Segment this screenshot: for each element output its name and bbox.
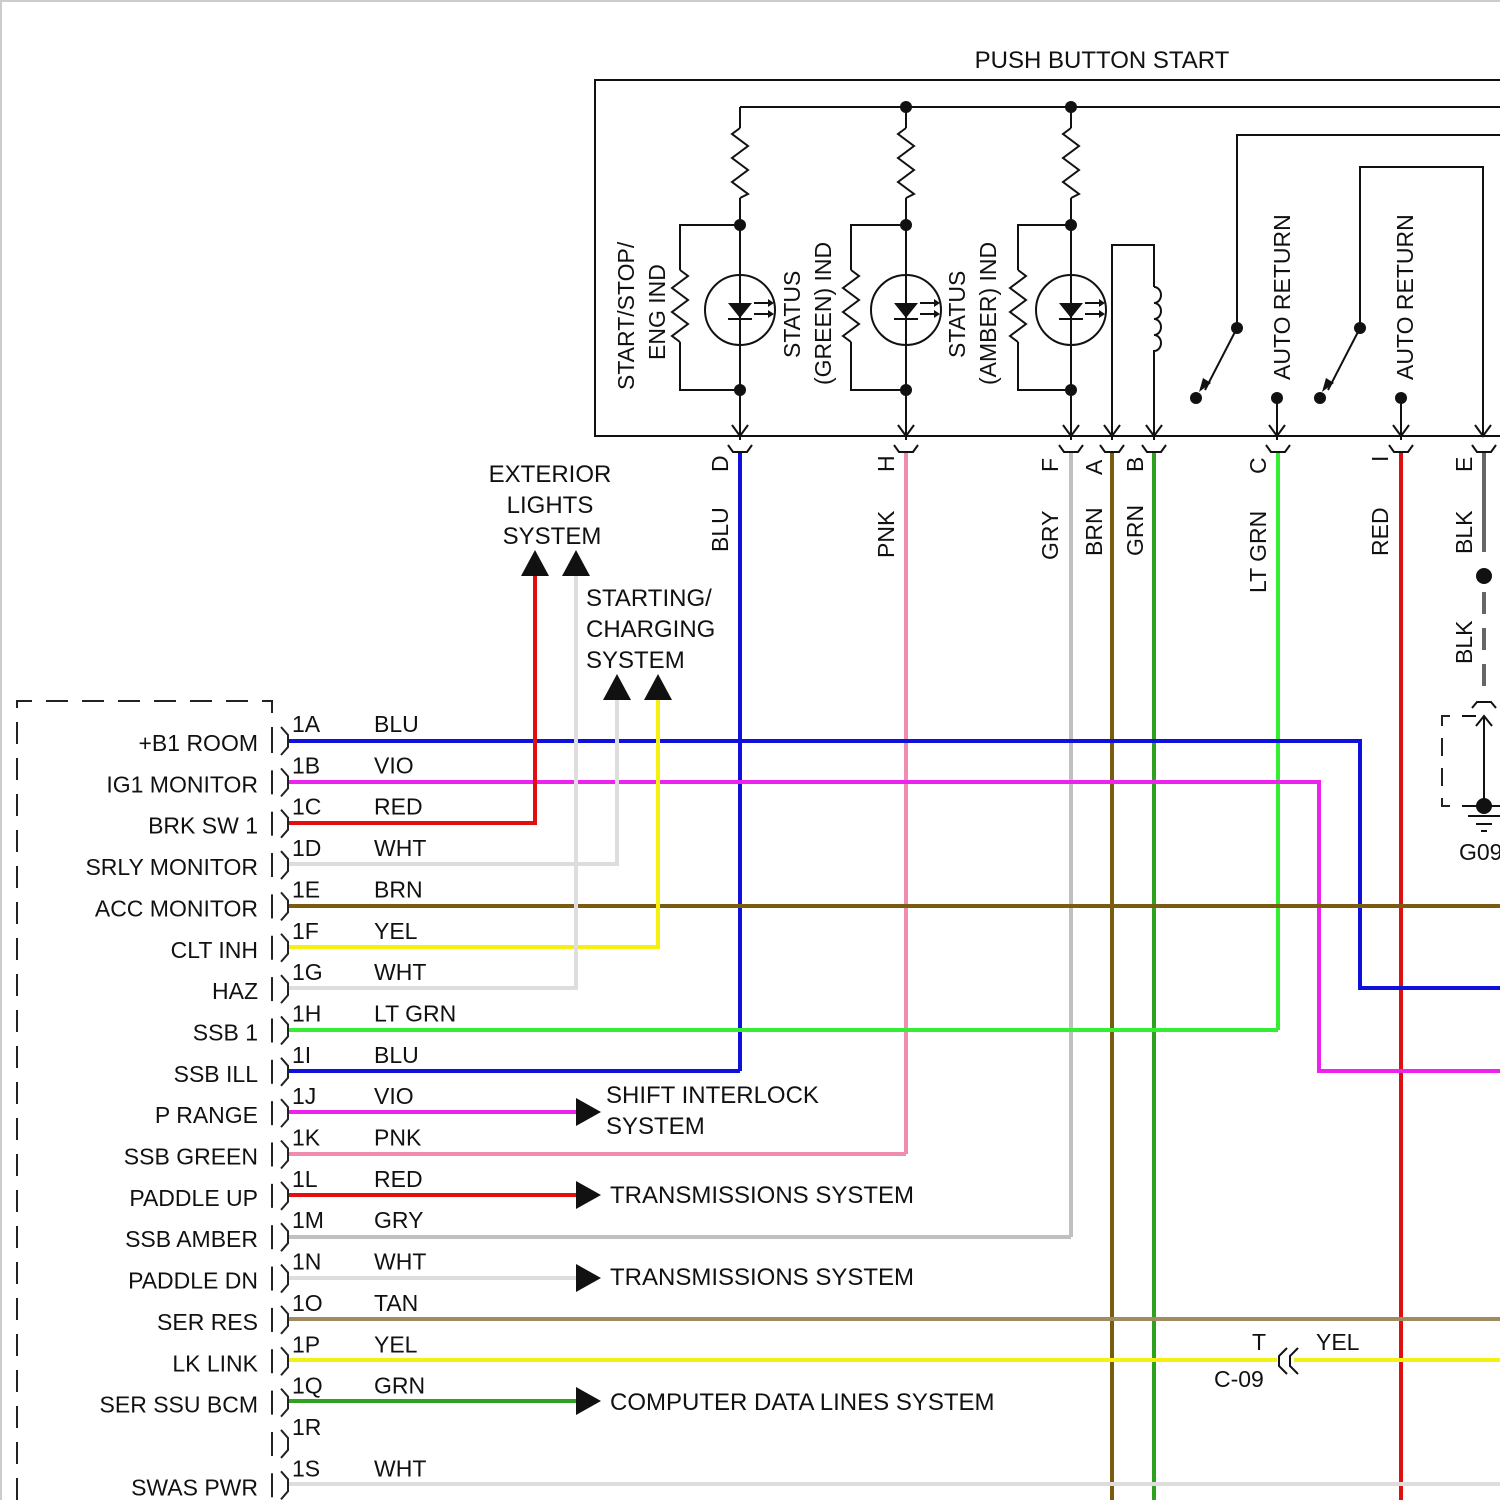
pin-c: C: [1245, 457, 1271, 474]
ground-label: G09: [1459, 839, 1500, 865]
bcm-wire-color: YEL: [374, 918, 418, 944]
bcm-pin-name: ACC MONITOR: [95, 895, 258, 921]
wire-label-blk: BLK: [1451, 510, 1477, 554]
dest-transmissions-1: TRANSMISSIONS SYSTEM: [610, 1182, 914, 1209]
dest-transmissions-2: TRANSMISSIONS SYSTEM: [610, 1264, 914, 1291]
bcm-pin-id: 1S: [292, 1455, 320, 1481]
dest-computer-data: COMPUTER DATA LINES SYSTEM: [610, 1389, 995, 1416]
wire-label-blk-2: BLK: [1451, 620, 1477, 664]
pin-f: F: [1037, 458, 1063, 472]
bcm-pin-name: P RANGE: [155, 1102, 258, 1128]
bcm-pin-name: SRLY MONITOR: [85, 854, 258, 880]
bcm-wire-color: BLU: [374, 711, 419, 737]
label-start-stop-1: START/STOP/: [613, 241, 639, 390]
bcm-pin-name: CLT INH: [171, 937, 258, 963]
bcm-pin-id: 1G: [292, 959, 323, 985]
pin-h: H: [873, 455, 899, 472]
bcm-pin-id: 1F: [292, 918, 319, 944]
pin-i: I: [1367, 456, 1393, 462]
c09-name: C-09: [1214, 1366, 1264, 1392]
bcm-wire-color: VIO: [374, 1083, 414, 1109]
bcm-wire-color: WHT: [374, 835, 426, 861]
pin-d: D: [707, 455, 733, 472]
bcm-wire-color: RED: [374, 794, 423, 820]
bcm-wire-color: WHT: [374, 959, 426, 985]
bcm-pin-id: 1O: [292, 1290, 323, 1316]
bcm-pin-name: SER RES: [157, 1309, 258, 1335]
bcm-pin-name: SSB 1: [193, 1019, 258, 1045]
bcm-wire-color: TAN: [374, 1290, 418, 1316]
label-auto-return-2: AUTO RETURN: [1392, 214, 1418, 380]
wire-label-pnk: PNK: [873, 510, 899, 558]
c09-pin: T: [1252, 1329, 1266, 1355]
c09-wire: YEL: [1316, 1329, 1360, 1355]
bcm-wire-color: LT GRN: [374, 1000, 456, 1026]
bcm-pin-id: 1H: [292, 1000, 321, 1026]
bcm-pin-id: 1A: [292, 711, 321, 737]
label-status-amber-1: STATUS: [944, 271, 970, 358]
pin-b: B: [1122, 457, 1148, 472]
dest-starting-1: STARTING/: [586, 585, 712, 612]
bcm-wire-color: GRN: [374, 1373, 425, 1399]
wire-label-brn: BRN: [1081, 507, 1107, 556]
bcm-pin-id: 1I: [292, 1042, 311, 1068]
bcm-pin-name: IG1 MONITOR: [106, 771, 258, 797]
bcm-pin-name: BRK SW 1: [148, 813, 258, 839]
bcm-pin-name: +B1 ROOM: [138, 730, 258, 756]
bcm-pin-name: SSB GREEN: [124, 1144, 258, 1170]
pin-a: A: [1081, 459, 1107, 475]
bcm-pin-name: SSB ILL: [174, 1061, 259, 1087]
bcm-wire-color: RED: [374, 1166, 423, 1192]
bcm-pin-id: 1D: [292, 835, 321, 861]
bcm-pin-id: 1C: [292, 794, 321, 820]
bcm-pin-id: 1R: [292, 1414, 321, 1440]
wire-label-gry: GRY: [1037, 511, 1063, 560]
wire-label-grn: GRN: [1122, 505, 1148, 556]
module-title: PUSH BUTTON START: [975, 47, 1230, 74]
bcm-pin-id: 1B: [292, 752, 320, 778]
label-status-amber-2: (AMBER) IND: [975, 242, 1001, 385]
dest-exterior-2: LIGHTS: [507, 492, 594, 519]
bcm-wire-color: PNK: [374, 1125, 422, 1151]
wire-label-red: RED: [1367, 507, 1393, 556]
bcm-wire-color: VIO: [374, 752, 414, 778]
bcm-pin-name: LK LINK: [172, 1350, 258, 1376]
bcm-pin-name: SSB AMBER: [125, 1226, 258, 1252]
bcm-pin-id: 1N: [292, 1249, 321, 1275]
dest-starting-2: CHARGING: [586, 616, 715, 643]
bcm-wire-color: YEL: [374, 1331, 418, 1357]
label-status-green-1: STATUS: [779, 271, 805, 358]
bcm-pin-id: 1P: [292, 1331, 320, 1357]
bcm-pin-id: 1J: [292, 1083, 316, 1109]
dest-shift-2: SYSTEM: [606, 1113, 705, 1140]
bcm-pin-name: PADDLE UP: [129, 1185, 258, 1211]
wire-label-ltgrn: LT GRN: [1245, 511, 1271, 593]
bcm-pin-id: 1M: [292, 1207, 324, 1233]
label-start-stop-2: ENG IND: [644, 264, 670, 360]
label-auto-return-1: AUTO RETURN: [1269, 214, 1295, 380]
label-status-green-2: (GREEN) IND: [810, 242, 836, 385]
bcm-wire-color: WHT: [374, 1455, 426, 1481]
bcm-pin-name: SWAS PWR: [131, 1474, 258, 1500]
bcm-wire-color: BRN: [374, 876, 423, 902]
dest-starting-3: SYSTEM: [586, 647, 685, 674]
bcm-wire-color: GRY: [374, 1207, 423, 1233]
bcm-pin-name: SER SSU BCM: [100, 1392, 258, 1418]
bcm-pin-name: PADDLE DN: [128, 1268, 258, 1294]
bcm-wire-color: WHT: [374, 1249, 426, 1275]
dest-exterior-1: EXTERIOR: [489, 461, 612, 488]
wire-label-blu: BLU: [707, 507, 733, 552]
bcm-pin-id: 1Q: [292, 1373, 323, 1399]
bcm-wire-color: BLU: [374, 1042, 419, 1068]
bcm-pin-id: 1L: [292, 1166, 318, 1192]
dest-exterior-3: SYSTEM: [503, 523, 602, 550]
bcm-pin-id: 1E: [292, 876, 320, 902]
dest-shift-1: SHIFT INTERLOCK: [606, 1082, 819, 1109]
pin-e: E: [1451, 457, 1477, 472]
bcm-pin-name: HAZ: [212, 978, 258, 1004]
bcm-pin-id: 1K: [292, 1125, 321, 1151]
